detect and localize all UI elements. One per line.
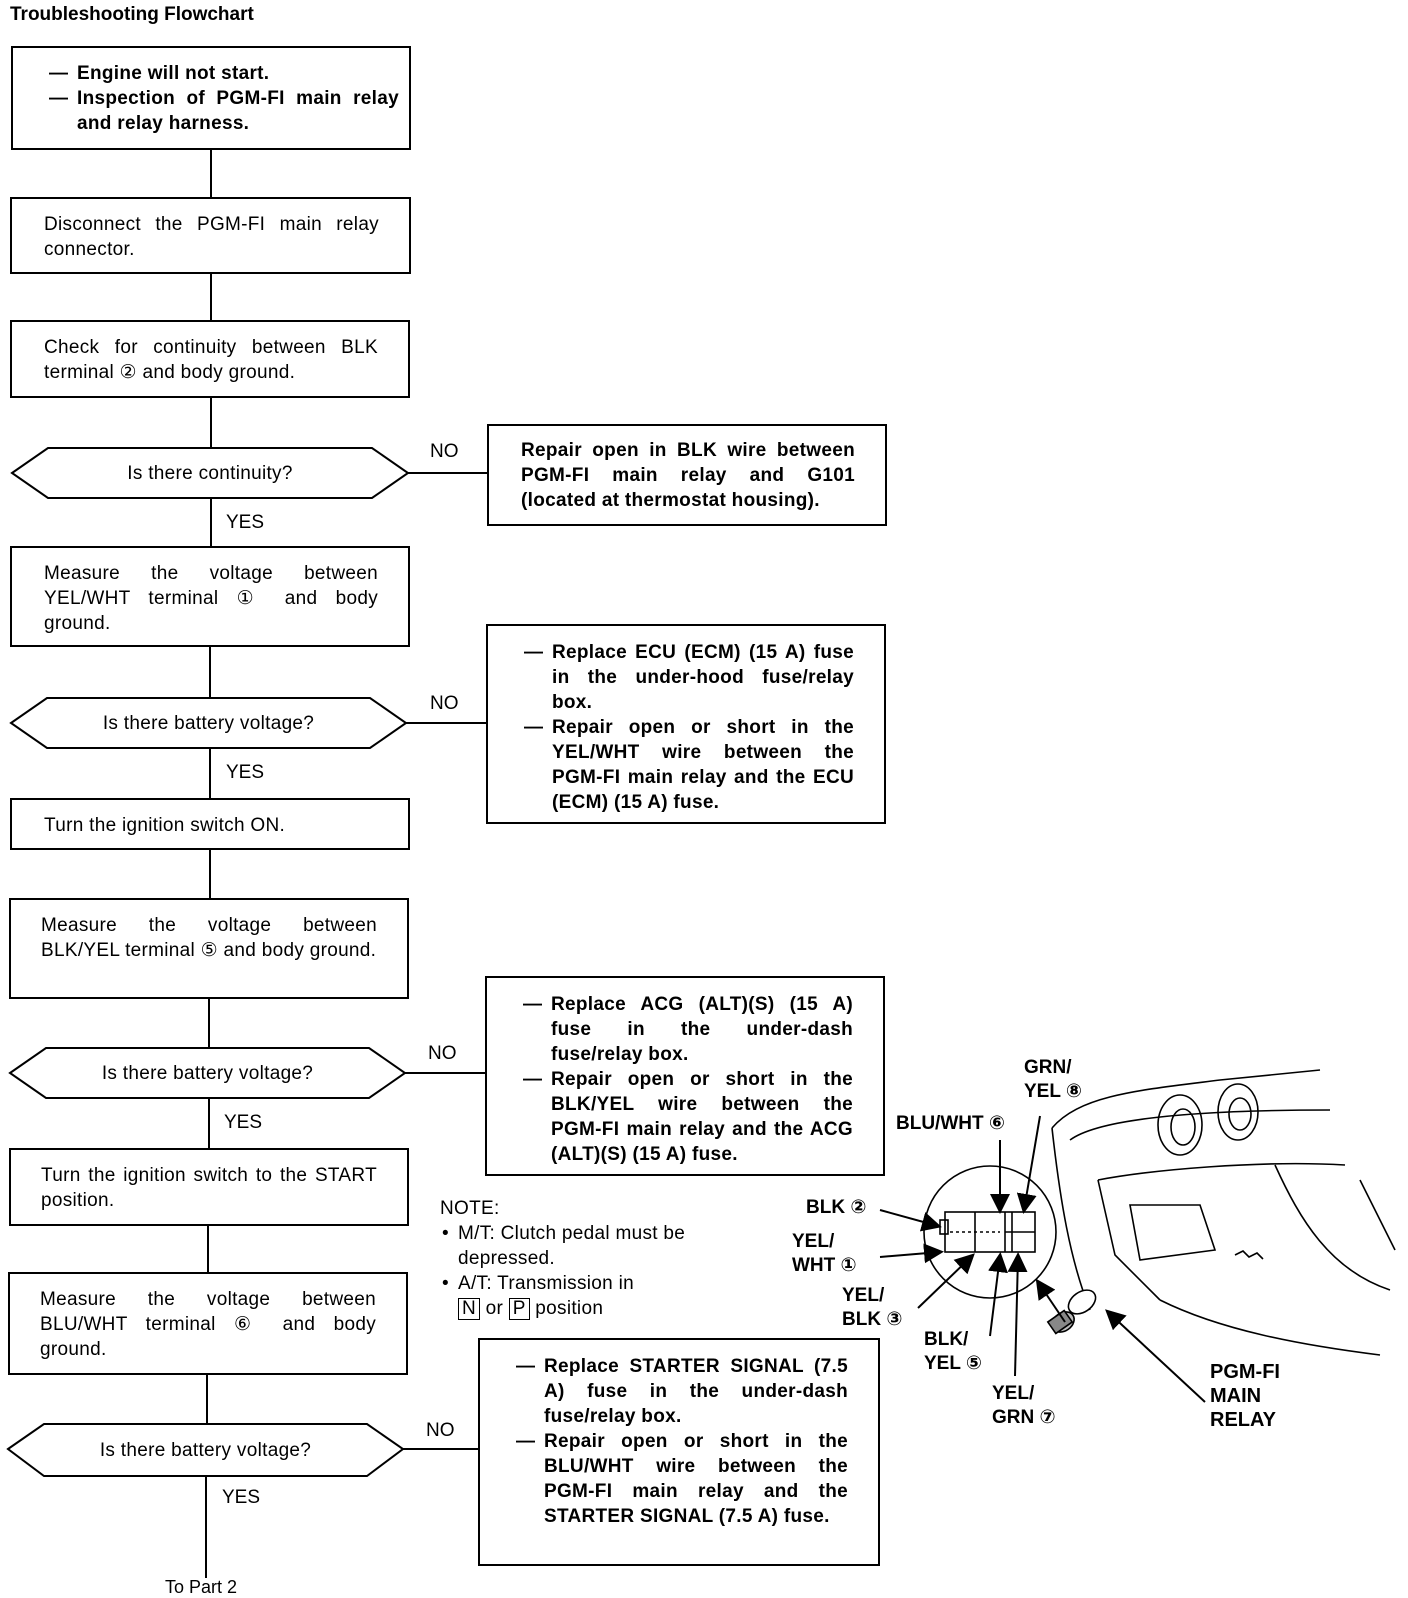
label-yel-wht-line1: YEL/: [792, 1231, 835, 1252]
note-at-p: P: [508, 1298, 530, 1320]
remedy-ecu-fuse: Replace ECU (ECM) (15 A) fuse in the und…: [486, 624, 886, 824]
label-main-relay-line3: RELAY: [1210, 1409, 1276, 1431]
note-at-or: or: [485, 1298, 504, 1319]
no-label: NO: [430, 693, 459, 714]
note-block: NOTE: • M/T: Clutch pedal must be depres…: [440, 1196, 720, 1321]
remedy-starter-fuse: Replace STARTER SIGNAL (7.5 A) fuse in t…: [478, 1338, 880, 1566]
note-mt: • M/T: Clutch pedal must be depressed.: [442, 1223, 686, 1269]
label-main-relay: PGM-FI MAIN RELAY: [1210, 1360, 1280, 1432]
step-measure-blu-wht: Measure the voltage between BLU/WHT term…: [8, 1272, 408, 1375]
label-yel-wht-line2: WHT ①: [792, 1255, 857, 1276]
label-blk: BLK ②: [806, 1197, 867, 1218]
label-yel-blk-line2: BLK ③: [842, 1309, 903, 1330]
label-yel-grn: YEL/ GRN ⑦: [992, 1382, 1056, 1430]
decision-voltage-2-shape: [8, 1047, 407, 1099]
note-heading: NOTE:: [440, 1198, 500, 1219]
label-blk-yel-line1: BLK/: [924, 1329, 969, 1350]
no-label: NO: [430, 441, 459, 462]
label-grn-yel-line1: GRN/: [1024, 1057, 1072, 1078]
decision-voltage-2: Is there battery voltage?: [101, 1063, 314, 1084]
decision-voltage-3: Is there battery voltage?: [99, 1440, 312, 1461]
step-disconnect: Disconnect the PGM-FI main relay connect…: [10, 197, 411, 274]
remedy-acg-fuse: Replace ACG (ALT)(S) (15 A) fuse in the …: [485, 976, 885, 1176]
page-title: Troubleshooting Flowchart: [10, 4, 254, 25]
remedy-item: Replace ACG (ALT)(S) (15 A) fuse in the …: [523, 992, 853, 1067]
label-yel-blk-line1: YEL/: [842, 1285, 885, 1306]
start-item: Engine will not start.: [49, 61, 399, 86]
label-yel-grn-line1: YEL/: [992, 1383, 1035, 1404]
label-yel-grn-line2: GRN ⑦: [992, 1407, 1056, 1428]
step-measure-blk-yel: Measure the voltage between BLK/YEL term…: [9, 898, 409, 999]
note-at-n: N: [458, 1298, 481, 1320]
remedy-blk-wire: Repair open in BLK wire between PGM-FI m…: [487, 424, 887, 526]
remedy-item: Repair open or short in the BLU/WHT wire…: [516, 1429, 848, 1529]
yes-label: YES: [222, 1487, 261, 1508]
label-yel-blk: YEL/ BLK ③: [842, 1284, 902, 1332]
label-grn-yel-line2: YEL ⑧: [1024, 1081, 1082, 1102]
remedy-item: Replace STARTER SIGNAL (7.5 A) fuse in t…: [516, 1354, 848, 1429]
step-ignition-on: Turn the ignition switch ON.: [10, 798, 410, 850]
decision-voltage-1-shape: [9, 697, 408, 749]
no-label: NO: [428, 1043, 457, 1064]
start-box: Engine will not start. Inspection of PGM…: [11, 46, 411, 150]
decision-continuity-shape: [10, 447, 410, 499]
to-part2-label: To Part 2: [165, 1577, 238, 1597]
label-main-relay-line1: PGM-FI: [1210, 1361, 1280, 1383]
remedy-item: Replace ECU (ECM) (15 A) fuse in the und…: [524, 640, 854, 715]
note-at-prefix: A/T: Transmission in: [458, 1273, 634, 1294]
note-at-suffix: position: [535, 1298, 604, 1319]
step-measure-yel-wht: Measure the voltage between YEL/WHT term…: [10, 546, 410, 647]
note-mt-text: M/T: Clutch pedal must be depressed.: [458, 1223, 686, 1269]
label-grn-yel: GRN/ YEL ⑧: [1024, 1056, 1082, 1104]
start-item: Inspection of PGM-FI main relay and rela…: [49, 86, 399, 136]
yes-label: YES: [226, 512, 265, 533]
label-blk-yel: BLK/ YEL ⑤: [924, 1328, 982, 1376]
no-label: NO: [426, 1420, 455, 1441]
yes-label: YES: [224, 1112, 263, 1133]
decision-voltage-1: Is there battery voltage?: [102, 713, 315, 734]
step-check-continuity: Check for continuity between BLK termina…: [10, 320, 410, 398]
label-blk-yel-line2: YEL ⑤: [924, 1353, 982, 1374]
note-at: • A/T: Transmission in N or P position: [442, 1273, 634, 1320]
remedy-item: Repair open or short in the BLK/YEL wire…: [523, 1067, 853, 1167]
decision-continuity: Is there continuity?: [127, 463, 293, 484]
label-blu-wht: BLU/WHT ⑥: [896, 1113, 1005, 1134]
label-main-relay-line2: MAIN: [1210, 1385, 1262, 1407]
remedy-item: Repair open or short in the YEL/WHT wire…: [524, 715, 854, 815]
yes-label: YES: [226, 762, 265, 783]
step-ignition-start: Turn the ignition switch to the START po…: [9, 1148, 409, 1226]
label-yel-wht: YEL/ WHT ①: [792, 1230, 857, 1278]
decision-voltage-3-shape: [6, 1423, 405, 1477]
